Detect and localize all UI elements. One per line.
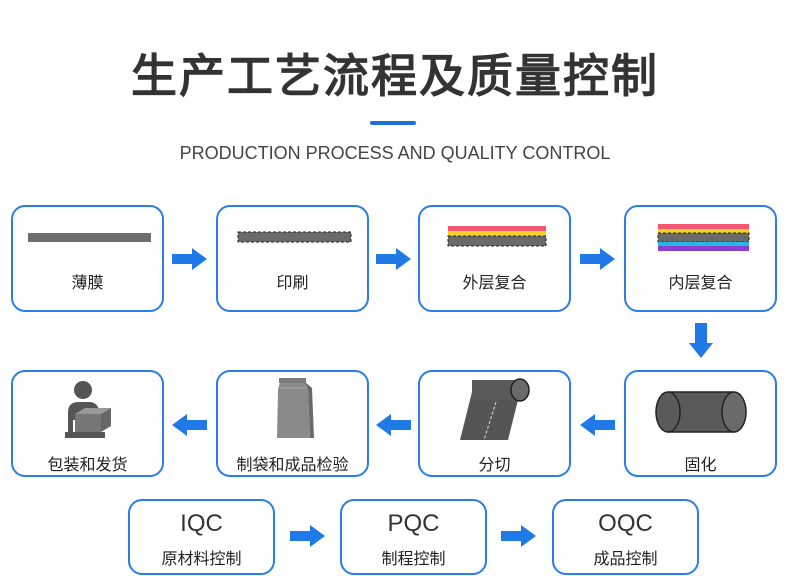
qc-name: 原材料控制 bbox=[161, 549, 242, 568]
film-icon bbox=[28, 233, 151, 242]
arrow-left-icon bbox=[376, 414, 411, 436]
qc-name: 制程控制 bbox=[381, 549, 446, 568]
step-film: 薄膜 bbox=[11, 205, 164, 312]
page-title: 生产工艺流程及质量控制 bbox=[131, 49, 659, 103]
arrow-right-icon bbox=[172, 248, 207, 270]
printed-film-icon bbox=[237, 231, 352, 243]
arrow-left-icon bbox=[172, 414, 207, 436]
step-printing: 印刷 bbox=[216, 205, 369, 312]
step-curing: 固化 bbox=[624, 370, 777, 477]
roll-icon bbox=[655, 391, 747, 433]
qc-box-pqc: PQC 制程控制 bbox=[340, 499, 487, 575]
step-label: 薄膜 bbox=[71, 273, 104, 292]
arrow-right-icon bbox=[580, 248, 615, 270]
qc-name: 成品控制 bbox=[593, 549, 658, 568]
bag-icon bbox=[277, 378, 314, 438]
step-slitting: 分切 bbox=[418, 370, 571, 477]
qc-box-iqc: IQC 原材料控制 bbox=[128, 499, 275, 575]
shipping-person-icon bbox=[65, 381, 111, 438]
step-label: 印刷 bbox=[276, 273, 309, 292]
qc-code: IQC bbox=[180, 510, 223, 537]
step-outer-lamination: 外层复合 bbox=[418, 205, 571, 312]
step-label: 外层复合 bbox=[462, 273, 527, 292]
step-inner-lamination: 内层复合 bbox=[624, 205, 777, 312]
step-label: 包装和发货 bbox=[47, 455, 128, 474]
arrow-right-icon bbox=[376, 248, 411, 270]
step-bag-making-inspection: 制袋和成品检验 bbox=[216, 370, 369, 477]
qc-code: PQC bbox=[387, 510, 440, 537]
page-subtitle: PRODUCTION PROCESS AND QUALITY CONTROL bbox=[179, 143, 611, 163]
outer-laminate-icon bbox=[447, 226, 547, 247]
step-label: 内层复合 bbox=[668, 273, 733, 292]
arrow-down-icon bbox=[689, 323, 713, 358]
arrow-right-icon bbox=[501, 525, 536, 547]
step-packing-shipping: 包装和发货 bbox=[11, 370, 164, 477]
title-underline bbox=[370, 121, 416, 125]
qc-code: OQC bbox=[598, 510, 653, 537]
step-label: 分切 bbox=[478, 455, 511, 474]
inner-laminate-icon bbox=[657, 224, 750, 251]
arrow-right-icon bbox=[290, 525, 325, 547]
slitting-icon bbox=[460, 378, 530, 441]
qc-box-oqc: OQC 成品控制 bbox=[552, 499, 699, 575]
step-label: 制袋和成品检验 bbox=[236, 455, 349, 474]
arrow-left-icon bbox=[580, 414, 615, 436]
step-label: 固化 bbox=[684, 455, 717, 474]
